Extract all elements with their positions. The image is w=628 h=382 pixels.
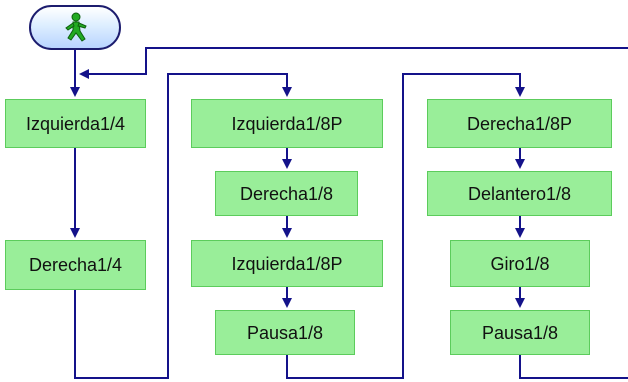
- arrowhead-col3-a: [515, 159, 525, 169]
- arrowhead-col2-b: [282, 228, 292, 238]
- arrowhead-col3-c: [515, 298, 525, 308]
- block-col3-4[interactable]: Pausa1/8: [450, 310, 590, 355]
- arrowhead-col2-c: [282, 298, 292, 308]
- arrowhead-start: [70, 87, 80, 97]
- arrowhead-col3-start: [515, 87, 525, 97]
- arrowhead-col3-b: [515, 228, 525, 238]
- block-col2-1[interactable]: Izquierda1/8P: [191, 99, 383, 148]
- block-col2-2[interactable]: Derecha1/8: [215, 171, 358, 216]
- block-col2-3[interactable]: Izquierda1/8P: [191, 240, 383, 287]
- arrowhead-loop: [79, 69, 89, 79]
- connector-col1-to-col2: [74, 73, 288, 379]
- arrowhead-col2-start: [282, 87, 292, 97]
- block-col1-1[interactable]: Izquierda1/4: [5, 99, 146, 148]
- connector-col2-to-col3: [286, 73, 521, 379]
- block-col3-1[interactable]: Derecha1/8P: [427, 99, 612, 148]
- connector-col3-exit: [519, 355, 628, 379]
- start-block[interactable]: [29, 5, 121, 50]
- block-col1-2[interactable]: Derecha1/4: [5, 240, 146, 290]
- block-col3-2[interactable]: Delantero1/8: [427, 171, 612, 216]
- arrowhead-col2-a: [282, 159, 292, 169]
- walking-person-icon: [65, 12, 87, 42]
- arrowhead-col1-a: [70, 228, 80, 238]
- block-col3-3[interactable]: Giro1/8: [450, 240, 590, 287]
- loop-back-line: [88, 47, 628, 75]
- block-col2-4[interactable]: Pausa1/8: [215, 310, 355, 355]
